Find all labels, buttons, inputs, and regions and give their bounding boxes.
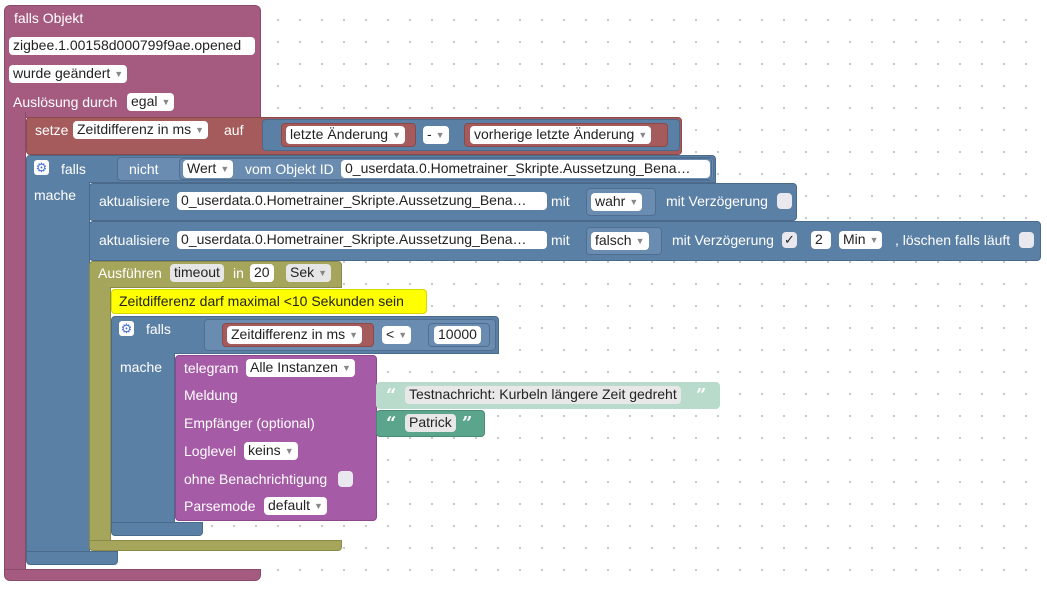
if-block-inner-bottom: [111, 522, 203, 536]
update1-delay-checkbox[interactable]: [777, 193, 792, 209]
if-block-outer-bottom: [26, 551, 118, 565]
gear-icon[interactable]: ⚙: [119, 321, 134, 336]
meldung-text-field[interactable]: Testnachricht: Kurbeln längere Zeit gedr…: [405, 386, 681, 404]
operator-dropdown[interactable]: -▼: [423, 126, 449, 144]
letzte-aenderung-dropdown[interactable]: letzte Änderung▼: [286, 126, 405, 144]
telegram-label: telegram: [184, 360, 239, 376]
object-id-field[interactable]: zigbee.1.00158d000799f9ae.opened: [9, 37, 255, 55]
parsemode-label: Parsemode: [184, 498, 256, 514]
telegram-instance-dropdown[interactable]: Alle Instanzen▼: [246, 359, 355, 377]
update2-delay-unit-dropdown[interactable]: Min▼: [839, 231, 883, 249]
update1-mit-label: mit: [551, 193, 570, 209]
chevron-down-icon: ▼: [869, 235, 879, 245]
chevron-down-icon: ▼: [114, 69, 124, 79]
wert-dropdown[interactable]: Wert▼: [183, 160, 234, 178]
ohne-benachrichtigung-checkbox[interactable]: [338, 471, 353, 487]
update2-value-dropdown[interactable]: falsch▼: [591, 232, 649, 250]
if2-mache-label: mache: [120, 359, 163, 375]
loglevel-label: Loglevel: [184, 443, 237, 459]
if1-falls-label: falls: [61, 161, 86, 177]
if2-falls-label: falls: [146, 321, 171, 337]
timeout-name-field[interactable]: timeout: [170, 264, 224, 282]
update1-label: aktualisiere: [99, 193, 170, 209]
ausloesung-dropdown[interactable]: egal▼: [127, 93, 175, 111]
chevron-down-icon: ▼: [318, 268, 328, 278]
chevron-down-icon: ▼: [638, 130, 648, 140]
ausloesung-label: Auslösung durch: [13, 94, 118, 110]
chevron-down-icon: ▼: [341, 363, 351, 373]
update1-value-dropdown[interactable]: wahr▼: [591, 193, 643, 211]
timeout-unit-dropdown[interactable]: Sek▼: [286, 264, 332, 282]
update2-mit-label: mit: [551, 232, 570, 248]
event-block-bottom: [4, 569, 261, 581]
compare-number-field[interactable]: 10000: [434, 326, 481, 344]
update2-clear-label: , löschen falls läuft: [895, 232, 1011, 248]
update1-delay-label: mit Verzögerung: [666, 193, 768, 209]
chevron-down-icon: ▼: [392, 130, 401, 140]
if-block-inner-spine: [111, 353, 175, 527]
set-variable-dropdown[interactable]: Zeitdifferenz in ms▼: [73, 121, 209, 139]
chevron-down-icon: ▼: [314, 501, 323, 511]
timeout-block-spine: [89, 287, 111, 543]
loglevel-dropdown[interactable]: keins▼: [244, 442, 298, 460]
empfaenger-text-field[interactable]: Patrick: [405, 414, 456, 432]
empfaenger-label: Empfänger (optional): [184, 415, 315, 431]
chevron-down-icon: ▼: [284, 446, 294, 456]
meldung-label: Meldung: [184, 387, 238, 403]
comment-text: Zeitdifferenz darf maximal <10 Sekunden …: [119, 293, 404, 309]
update2-delay-checkbox[interactable]: ✓: [782, 232, 797, 248]
quote-open-icon: “: [386, 385, 397, 406]
chevron-down-icon: ▼: [635, 236, 645, 246]
chevron-down-icon: ▼: [349, 330, 359, 340]
chevron-down-icon: ▼: [161, 97, 171, 107]
update2-delay-label: mit Verzögerung: [672, 232, 774, 248]
timeout-in-label: in: [233, 265, 244, 281]
update-block-2[interactable]: [89, 221, 1041, 261]
quote-close-icon: ”: [696, 385, 707, 406]
compare-operator-dropdown[interactable]: <▼: [382, 326, 412, 344]
vorherige-aenderung-dropdown[interactable]: vorherige letzte Änderung▼: [470, 126, 652, 144]
compare-variable-dropdown[interactable]: Zeitdifferenz in ms▼: [227, 326, 363, 344]
update1-object-id-field[interactable]: 0_userdata.0.Hometrainer_Skripte.Aussetz…: [177, 192, 547, 210]
if1-mache-label: mache: [34, 187, 77, 203]
update2-delay-amount[interactable]: 2: [811, 231, 831, 249]
quote-close-icon: ”: [462, 413, 473, 434]
parsemode-dropdown[interactable]: default▼: [264, 497, 327, 515]
set-auf-label: auf: [224, 122, 244, 138]
vom-objekt-label: vom Objekt ID: [245, 161, 334, 177]
if1-object-id-field[interactable]: 0_userdata.0.Hometrainer_Skripte.Aussetz…: [341, 160, 710, 178]
timeout-block-bottom: [89, 540, 342, 551]
event-block-spine: [4, 112, 26, 574]
timeout-amount-field[interactable]: 20: [250, 264, 274, 282]
update2-label: aktualisiere: [99, 232, 170, 248]
update2-object-id-field[interactable]: 0_userdata.0.Hometrainer_Skripte.Aussetz…: [177, 231, 547, 249]
ohne-benachrichtigung-label: ohne Benachrichtigung: [184, 471, 328, 487]
chevron-down-icon: ▼: [220, 164, 230, 174]
timeout-label: Ausführen: [98, 265, 162, 281]
if-block-outer-spine: [26, 182, 90, 556]
condition-dropdown[interactable]: wurde geändert▼: [9, 65, 128, 83]
chevron-down-icon: ▼: [195, 125, 205, 135]
comment-block[interactable]: [111, 289, 427, 314]
chevron-down-icon: ▼: [629, 197, 639, 207]
quote-open-icon: “: [386, 413, 397, 434]
update2-clear-checkbox[interactable]: [1019, 232, 1034, 248]
chevron-down-icon: ▼: [435, 130, 445, 140]
set-label: setze: [35, 122, 69, 138]
gear-icon[interactable]: ⚙: [34, 160, 49, 175]
event-title: falls Objekt: [14, 10, 84, 26]
chevron-down-icon: ▼: [398, 330, 408, 340]
nicht-label: nicht: [129, 161, 159, 177]
telegram-block[interactable]: [175, 355, 377, 521]
